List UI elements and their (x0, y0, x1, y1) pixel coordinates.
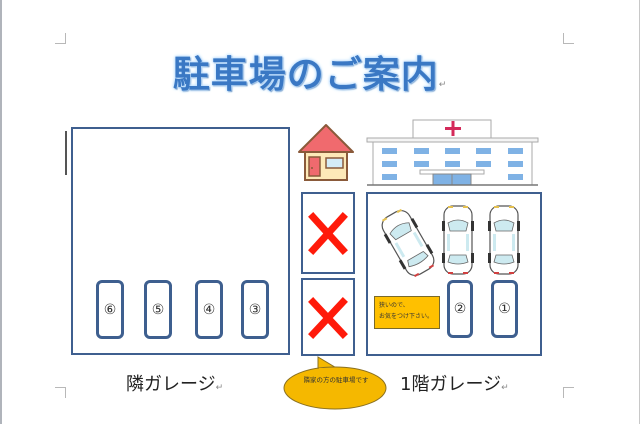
callout-bubble (283, 356, 387, 410)
red-x-icon (308, 297, 348, 339)
slot-number: ⑥ (103, 301, 117, 318)
no-parking-box-lower (301, 278, 355, 356)
parking-slot-3: ③ (241, 280, 269, 339)
parking-slot-2: ② (447, 280, 473, 338)
house-icon (298, 124, 354, 181)
title-text: 駐車場のご案内 (172, 53, 439, 96)
callout-text: 隣家の方の駐車場です (303, 376, 369, 384)
document-title: 駐車場のご案内↵ (150, 44, 470, 98)
slot-number: ① (498, 301, 511, 317)
right-garage-label-text: 1階ガレージ (400, 374, 502, 395)
left-garage-label-text: 隣ガレージ (126, 374, 216, 395)
parking-slot-6: ⑥ (96, 280, 124, 339)
crop-mark-bottom-right (563, 387, 574, 398)
parking-slot-1: ① (491, 280, 518, 338)
hospital-icon (366, 119, 539, 186)
page-left-edge (0, 0, 2, 424)
crop-mark-top-right (563, 33, 574, 44)
parking-slot-5: ⑤ (144, 280, 172, 339)
paragraph-mark: ↵ (501, 383, 509, 393)
warning-line-1: 狭いので、 (379, 302, 409, 309)
paragraph-mark: ↵ (438, 80, 448, 90)
text-cursor (65, 131, 67, 175)
crop-mark-bottom-left (55, 387, 66, 398)
crop-mark-top-left (55, 33, 66, 44)
paragraph-mark: ↵ (215, 383, 224, 393)
no-parking-box-upper (301, 192, 355, 274)
slot-number: ⑤ (151, 301, 165, 318)
warning-line-2: お気をつけ下さい。 (379, 313, 434, 320)
right-garage-label: 1階ガレージ↵ (400, 370, 509, 396)
slot-number: ④ (202, 301, 216, 318)
parking-slot-4: ④ (195, 280, 223, 339)
red-x-icon (308, 212, 348, 255)
slot-number: ② (453, 301, 467, 317)
car-icon (381, 208, 435, 278)
left-garage-label: 隣ガレージ↵ (126, 370, 223, 396)
car-icon (442, 205, 474, 275)
car-icon (488, 205, 520, 275)
slot-number: ③ (248, 301, 262, 318)
warning-note: 狭いので、 お気をつけ下さい。 (374, 296, 440, 329)
